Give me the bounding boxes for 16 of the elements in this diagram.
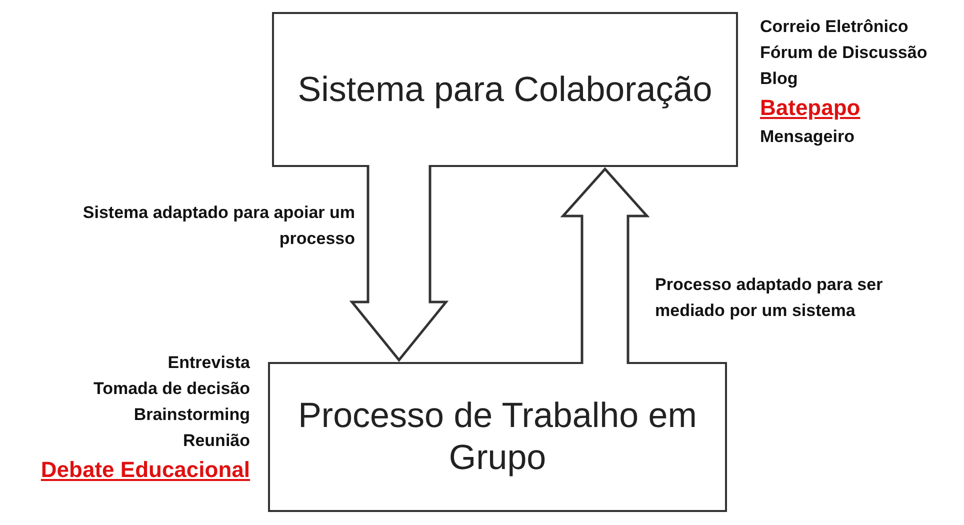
block-arrow: [560, 167, 650, 366]
list-item: Fórum de Discussão: [760, 42, 928, 64]
list-item: Reunião: [182, 430, 250, 452]
list-item: Entrevista: [166, 352, 250, 374]
list-item: Blog: [760, 68, 799, 90]
list-item: Correio Eletrônico: [760, 16, 910, 38]
block-arrow: [349, 164, 449, 362]
list-item: Brainstorming: [132, 404, 250, 426]
process-box: [268, 362, 727, 512]
box-title: Sistema para Colaboração: [298, 68, 712, 110]
list-item: Mensageiro: [760, 126, 856, 148]
process-box: [272, 12, 738, 167]
list-item: Tomada de decisão: [92, 378, 250, 400]
highlighted-list-item: Batepapo: [760, 94, 862, 122]
highlighted-list-item: Debate Educacional: [40, 456, 250, 484]
box-title: Processo de Trabalho em Grupo: [297, 395, 698, 479]
